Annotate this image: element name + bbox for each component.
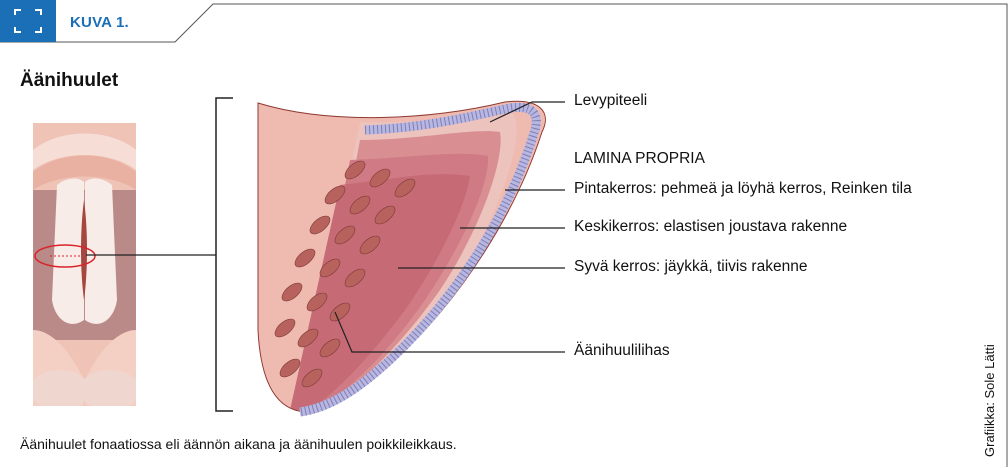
label-intermediate-layer: Keskikerros: elastisen joustava rakenne (574, 218, 847, 236)
label-lamina-propria: LAMINA PROPRIA (574, 150, 705, 168)
figure-caption: Äänihuulet fonaatiossa eli äännön aikana… (20, 436, 457, 452)
graphics-credit: Grafiikka: Sole Lätti (982, 344, 997, 457)
larynx-top-view (30, 123, 140, 410)
label-superficial-layer: Pintakerros: pehmeä ja löyhä kerros, Rei… (574, 180, 912, 198)
label-muscle: Äänihuulilihas (574, 342, 670, 360)
label-deep-layer: Syvä kerros: jäykkä, tiivis rakenne (574, 258, 807, 276)
label-epithelium: Levypiteeli (574, 92, 647, 110)
vocal-fold-cross-section (258, 101, 545, 412)
